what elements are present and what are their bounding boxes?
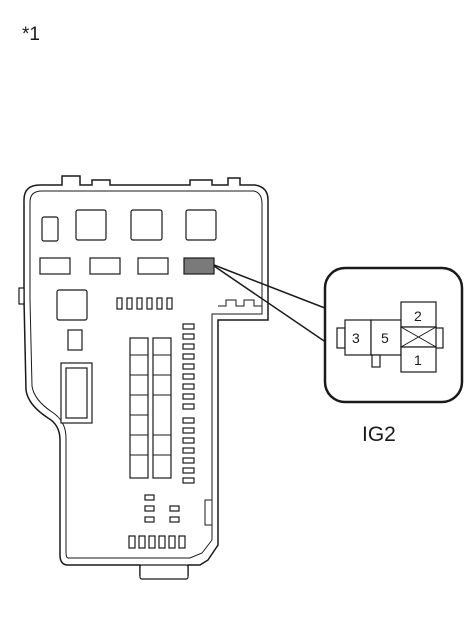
relay-name-label: IG2 xyxy=(362,423,396,446)
relay-slot xyxy=(137,257,169,275)
mini-fuse-column xyxy=(182,323,195,484)
pin-5-label: 5 xyxy=(381,330,389,346)
ig2-relay-highlight xyxy=(183,257,215,275)
callout-line xyxy=(213,265,331,346)
relay-slot xyxy=(39,257,71,275)
junction-block-outline xyxy=(23,175,269,576)
relay-slot xyxy=(89,257,121,275)
fuse-grid xyxy=(129,337,172,479)
side-clip xyxy=(18,287,25,305)
relay-pinout: 3 5 2 1 xyxy=(336,301,444,373)
relay-slot xyxy=(185,209,217,241)
lower-mini-fuses xyxy=(144,494,180,523)
pin-3-label: 3 xyxy=(352,330,360,346)
bottom-fuse-row xyxy=(128,535,186,549)
mini-fuse-row xyxy=(116,297,173,310)
relay-slot xyxy=(41,216,59,242)
junction-block-inner-outline xyxy=(29,190,263,559)
edge-notch xyxy=(204,499,212,526)
figure-label: *1 xyxy=(22,24,40,45)
relay-slot xyxy=(75,209,107,241)
pin-1-label: 1 xyxy=(414,352,422,368)
relay-slot xyxy=(56,289,88,321)
callout-line xyxy=(213,264,331,311)
mounting-notches xyxy=(218,299,262,307)
pin-2-label: 2 xyxy=(414,308,422,324)
bottom-tab xyxy=(139,564,189,580)
relay-slot xyxy=(130,209,163,241)
fuse-slot xyxy=(67,329,83,351)
large-fuse-inner xyxy=(65,367,88,419)
